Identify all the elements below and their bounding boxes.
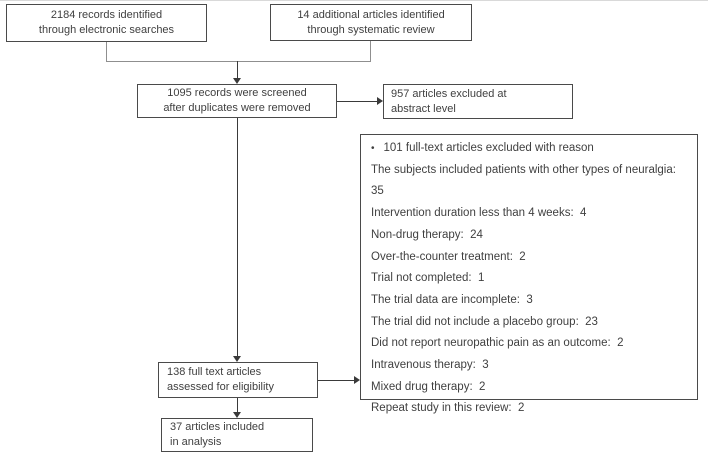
exclusion-header-text: 101 full-text articles excluded with rea… [383,142,594,154]
box-records-screened: 1095 records were screened after duplica… [137,84,337,118]
connector-line-systematic-down [370,41,371,62]
arrow-line-to-screened [237,61,238,79]
box-excluded-abstract-level: 957 articles excluded at abstract level [383,84,573,119]
box-text-line: 138 full text articles [167,366,262,378]
box-text-line: 37 articles included [170,421,265,433]
exclusion-reason: Intravenous therapy: 3 [371,359,489,372]
bullet-icon: • [371,143,375,154]
exclusion-reason: Intervention duration less than 4 weeks:… [371,207,587,220]
box-text-line: abstract level [391,102,456,115]
box-text-line: 957 articles excluded at [391,87,507,100]
figure-top-border [0,0,708,1]
exclusion-reason: Non-drug therapy: 24 [371,228,483,241]
arrowhead-down-icon [233,356,241,362]
box-assessed-eligibility: 138 full text articles assessed for elig… [158,362,318,398]
exclusion-reason-list: The subjects included patients with othe… [371,160,687,420]
box-text-line: 2184 records identified [50,9,163,21]
arrow-line-to-eligibility [237,118,238,356]
arrowhead-right-icon [354,376,360,384]
box-articles-identified-systematic: 14 additional articles identified throug… [270,4,472,41]
arrow-line-to-abstract-excluded [337,101,377,102]
exclusion-reason: Mixed drug therapy: 2 [371,380,486,393]
box-text-line: 14 additional articles identified [297,8,445,21]
exclusion-reason: Over-the-counter treatment: 2 [371,250,526,263]
arrow-line-to-included [237,398,238,412]
box-fulltext-exclusion-reasons: • 101 full-text articles excluded with re… [360,134,698,414]
exclusion-reason: The trial data are incomplete: 3 [371,293,533,306]
exclusion-reason: The trial did not include a placebo grou… [371,315,598,328]
exclusion-reason: The subjects included patients with othe… [371,163,683,198]
arrowhead-down-icon [233,412,241,418]
connector-line-merge-horizontal [106,61,371,62]
arrowhead-down-icon [233,78,241,84]
arrowhead-right-icon [377,97,383,105]
box-text-line: 1095 records were screened [167,87,307,99]
connector-line-electronic-down [106,42,107,62]
box-included-analysis: 37 articles included in analysis [161,418,313,452]
exclusion-reason: Trial not completed: 1 [371,272,485,285]
exclusion-reason: Did not report neuropathic pain as an ou… [371,337,624,350]
box-text-line: in analysis [170,436,222,448]
box-text-line: through electronic searches [38,24,175,36]
exclusion-reason: Repeat study in this review: 2 [371,402,525,415]
box-text-line: through systematic review [307,23,435,36]
exclusion-header: • 101 full-text articles excluded with re… [371,138,687,160]
arrow-line-to-exclusion-reasons [318,380,354,381]
box-text-line: assessed for eligibility [167,381,274,393]
box-text-line: after duplicates were removed [163,102,311,114]
box-records-identified-electronic: 2184 records identified through electron… [6,4,207,42]
